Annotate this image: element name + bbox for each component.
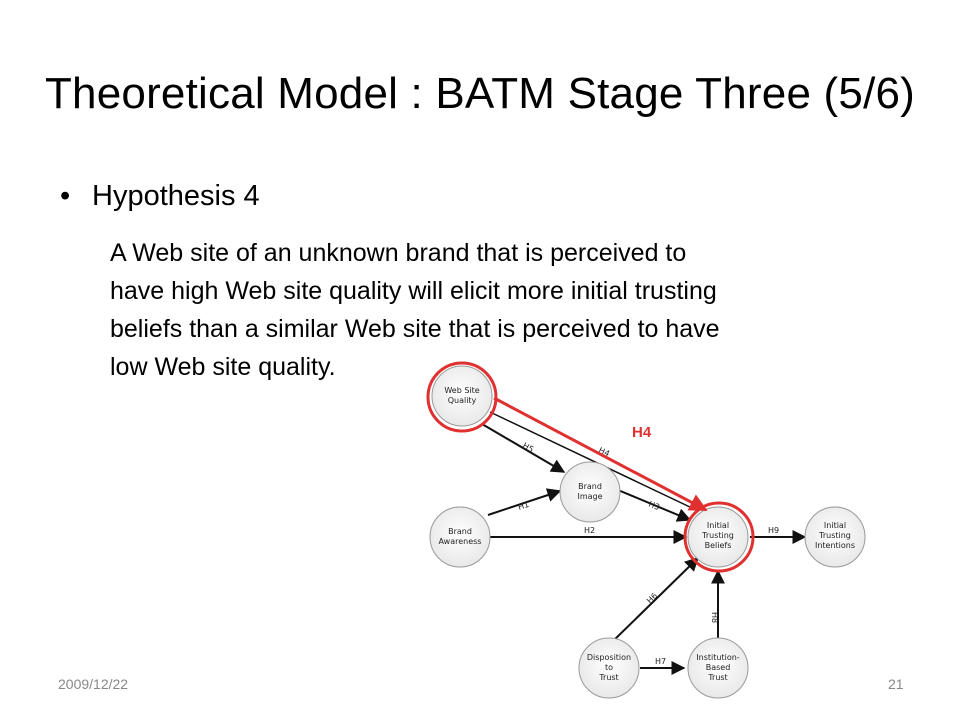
node-web-site-quality: Web Site Quality [431,365,493,427]
node-label: Quality [448,396,477,405]
slide-title: Theoretical Model : BATM Stage Three (5/… [44,69,916,118]
node-label: Trusting [701,531,734,540]
node-disposition-to-trust: Disposition to Trust [578,637,640,699]
hypothesis-text: A Web site of an unknown brand that is p… [104,234,904,386]
page-number: 21 [888,676,904,692]
bullet-item: • Hypothesis 4 [60,176,260,216]
highlight-arrow-h4 [493,396,708,512]
node-label: Based [706,663,731,672]
edge-h3: H3 [617,489,692,522]
edge-label-h3: H3 [647,500,661,513]
node-label: Disposition [587,653,631,662]
hypothesis-line: have high Web site quality will elicit m… [110,277,717,305]
node-label: Trusting [818,531,851,540]
node-brand-image: Brand Image [559,461,621,523]
node-institution-based-trust: Institution- Based Trust [687,637,749,699]
edge-label-h1: H1 [517,500,530,512]
node-label: Awareness [439,537,482,546]
edge-h7: H7 [640,657,686,675]
node-label: Trust [707,673,727,682]
node-brand-awareness: Brand Awareness [429,506,491,568]
node-label: Initial [824,521,846,530]
node-label: Beliefs [705,541,732,550]
edge-label-h9: H9 [768,526,779,535]
node-label: Trust [598,673,618,682]
edge-h5: H5 [481,423,566,473]
node-label: Intentions [815,541,855,550]
h4-highlight: H4 [426,361,755,573]
node-label: Brand [578,482,602,491]
edge-label-h2: H2 [584,526,595,535]
hypothesis-line: A Web site of an unknown brand that is p… [110,239,687,267]
node-label: Web Site [444,386,479,395]
node-label: to [605,663,613,672]
edge-h9: H9 [750,526,807,544]
highlight-label-h4: H4 [632,424,652,441]
edge-label-h6: H6 [645,591,659,605]
node-label: Brand [448,527,472,536]
footer-date: 2009/12/22 [58,676,129,692]
edge-label-h7: H7 [655,657,666,666]
node-initial-trusting-beliefs: Initial Trusting Beliefs [687,506,749,568]
hypothesis-line: low Web site quality. [110,353,336,381]
node-label: Initial [707,521,729,530]
bullet-dot-icon: • [60,180,71,212]
node-label: Image [577,492,602,501]
node-initial-trusting-intentions: Initial Trusting Intentions [804,506,866,568]
hypothesis-line: beliefs than a similar Web site that is … [110,315,720,343]
highlight-ring-initial-trusting-beliefs [683,501,755,573]
bullet-text: Hypothesis 4 [92,180,260,212]
highlight-ring-web-site-quality [426,361,498,433]
edge-h6: H6 [609,557,700,645]
edge-h2: H2 [489,526,688,544]
edge-label-h8: H8 [710,612,719,623]
edge-label-h5: H5 [521,441,535,454]
edge-h1: H1 [487,488,562,516]
edge-h8: H8 [710,569,725,640]
node-label: Institution- [696,653,739,662]
